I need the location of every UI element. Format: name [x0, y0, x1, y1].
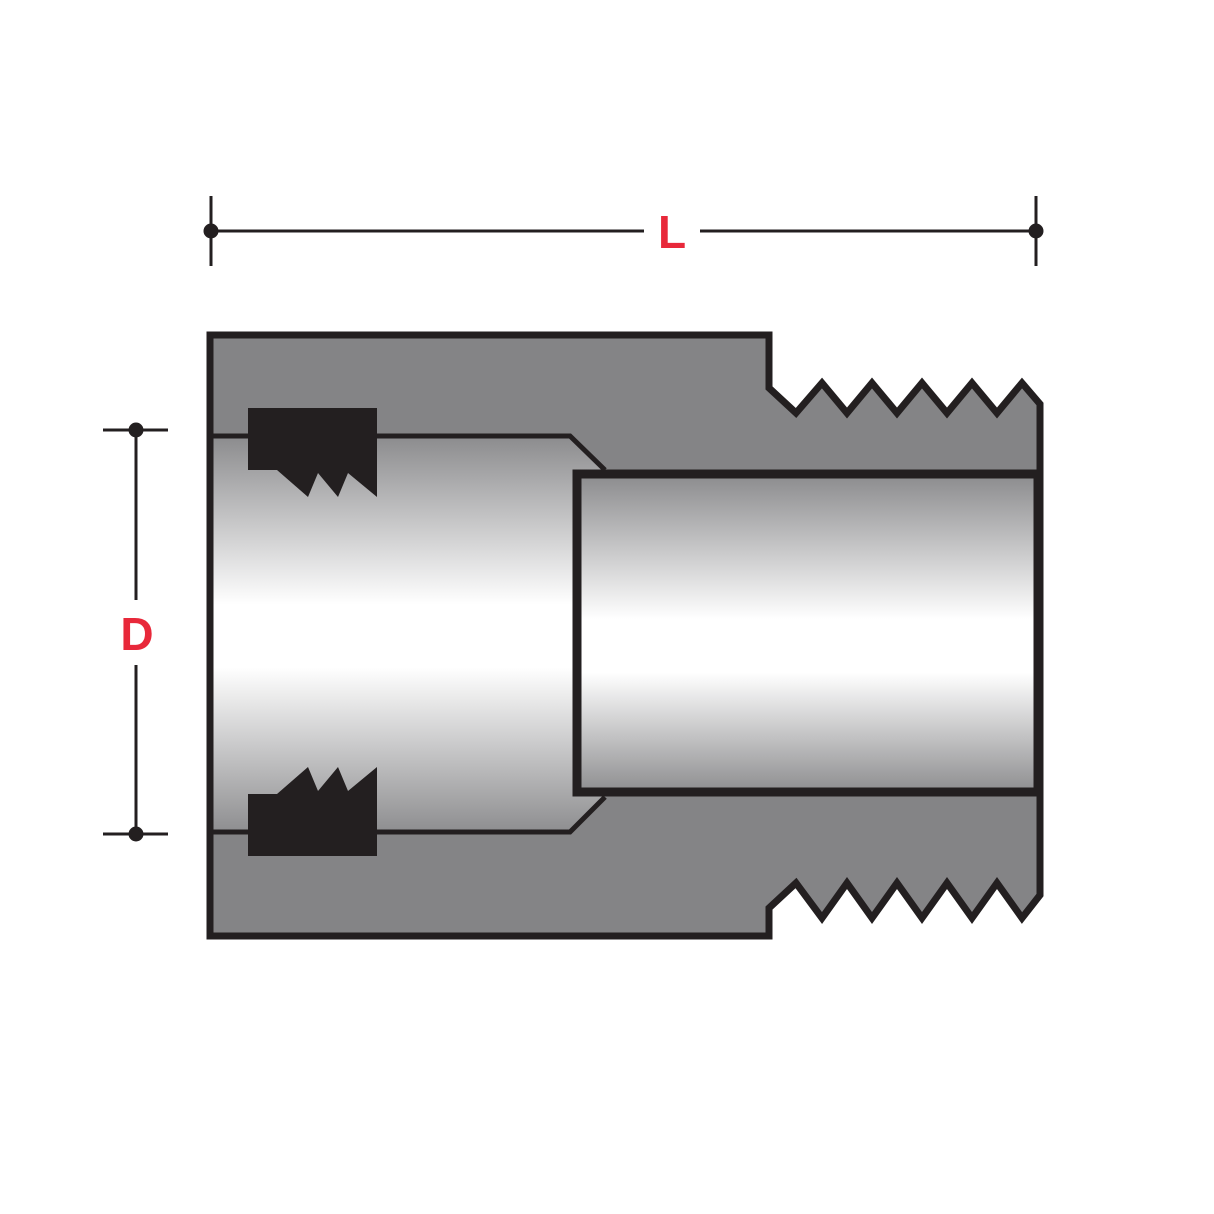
socket-bore: [210, 436, 605, 832]
diameter-dimension: [103, 422, 168, 842]
length-dimension-left-dot: [203, 223, 219, 239]
length-dimension: [203, 196, 1044, 266]
grip-teeth-top: [248, 408, 377, 497]
length-label: L: [658, 206, 686, 258]
diameter-dimension-top-dot: [128, 422, 144, 438]
diameter-label: D: [120, 608, 153, 660]
grip-teeth-bottom: [248, 767, 377, 856]
length-dimension-right-dot: [1028, 223, 1044, 239]
inserted-pipe: [572, 469, 1043, 797]
diameter-dimension-bottom-dot: [128, 826, 144, 842]
